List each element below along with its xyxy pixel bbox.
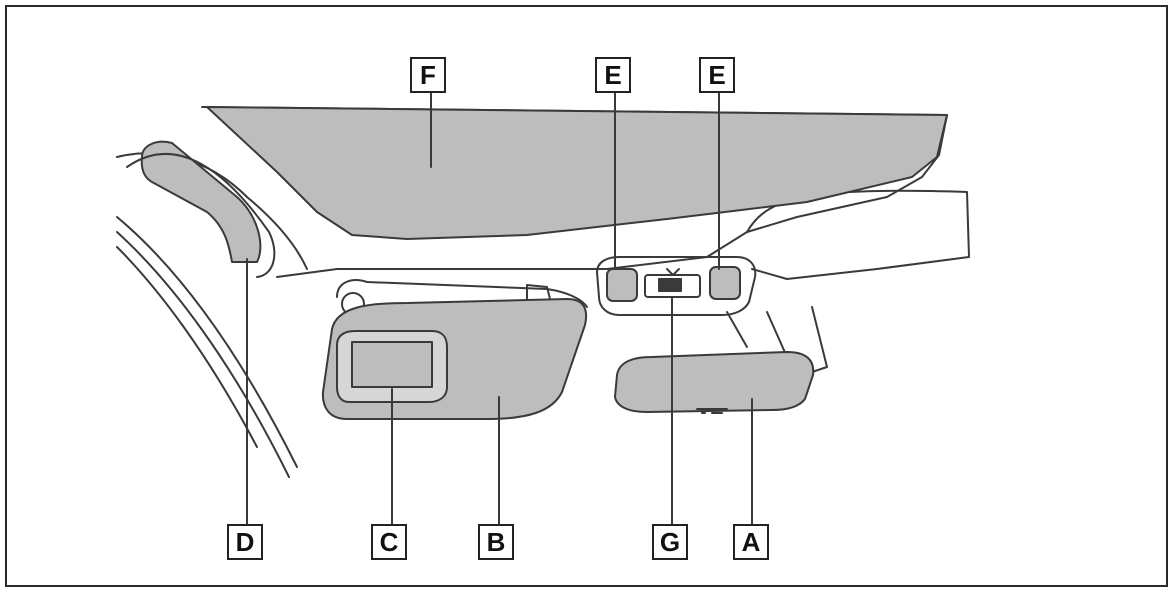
label-e-left-text: E bbox=[604, 60, 622, 90]
label-e-left: E bbox=[595, 57, 631, 93]
assist-grip-mount bbox=[126, 152, 276, 278]
a-pillar-line-1 bbox=[116, 216, 298, 468]
label-e-right: E bbox=[699, 57, 735, 93]
rearview-mirror bbox=[614, 351, 815, 413]
vehicle-interior-illustration bbox=[116, 90, 970, 528]
map-light-left bbox=[606, 268, 638, 302]
label-a: A bbox=[733, 524, 769, 560]
vanity-mirror-glass bbox=[351, 341, 433, 388]
label-d-text: D bbox=[235, 527, 255, 557]
label-b-text: B bbox=[486, 527, 506, 557]
overhead-console bbox=[596, 256, 757, 316]
label-g-text: G bbox=[659, 527, 681, 557]
a-pillar-line-3 bbox=[116, 246, 258, 448]
label-c: C bbox=[371, 524, 407, 560]
map-light-right bbox=[709, 266, 741, 300]
visor-hinge bbox=[336, 279, 588, 308]
console-switch-arrows bbox=[666, 268, 680, 276]
label-e-right-text: E bbox=[708, 60, 726, 90]
label-a-text: A bbox=[741, 527, 761, 557]
console-switch bbox=[658, 278, 682, 292]
label-c-text: C bbox=[379, 527, 399, 557]
label-g: G bbox=[652, 524, 688, 560]
rearview-mirror-sensor bbox=[696, 408, 728, 414]
diagram-frame: F E E D C B G A bbox=[5, 5, 1168, 587]
a-pillar-line-2 bbox=[116, 231, 290, 478]
label-f: F bbox=[410, 57, 446, 93]
sunroof-glass bbox=[206, 106, 948, 240]
label-d: D bbox=[227, 524, 263, 560]
label-b: B bbox=[478, 524, 514, 560]
label-f-text: F bbox=[420, 60, 436, 90]
assist-grip bbox=[140, 140, 262, 263]
